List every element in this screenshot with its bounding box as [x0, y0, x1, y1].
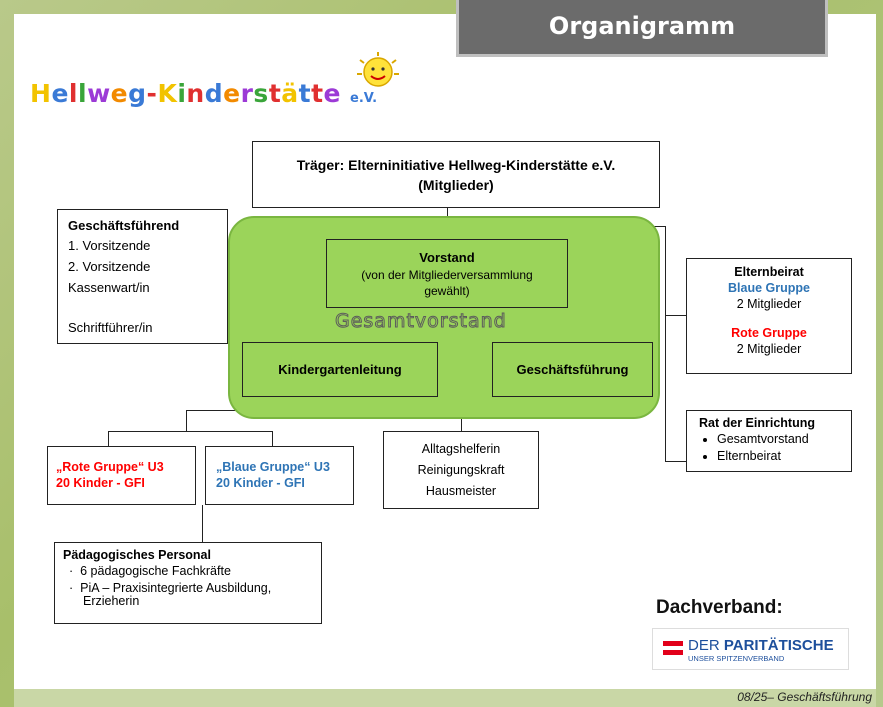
weitere-box: Alltagshelferin Reinigungskraft Hausmeis…: [383, 431, 539, 509]
footer-text: 08/25– Geschäftsführung: [737, 690, 872, 704]
rote-gruppe-count: 2 Mitglieder: [736, 342, 802, 356]
geschaeftsfuehrend-item: Kassenwart/in: [68, 280, 150, 295]
personal-item: · PiA – Praxisintegrierte Ausbildung, Er…: [69, 581, 272, 608]
connector: [202, 505, 203, 542]
rote-gruppe-box: „Rote Gruppe“ U3 20 Kinder - GFI: [47, 446, 196, 505]
vorstand-subtitle: (von der Mitgliederversammlung gewählt): [361, 268, 533, 298]
blaue-gruppe-label: Blaue Gruppe: [728, 281, 810, 295]
personal-item: · 6 pädagogische Fachkräfte: [69, 564, 231, 578]
logo-graphic: Hellweg-Kinderstätte e.V.: [30, 52, 399, 108]
kindergartenleitung-label: Kindergartenleitung: [278, 362, 402, 377]
personal-heading: Pädagogisches Personal: [63, 548, 211, 562]
paritaet-graphic: [663, 641, 683, 655]
rote-gruppe-title: „Rote Gruppe“ U3: [56, 460, 164, 474]
geschaeftsfuehrend-heading: Geschäftsführend: [68, 218, 180, 233]
connector: [186, 410, 187, 431]
paritaet-logo: DER PARITÄTISCHE UNSER SPITZENVERBAND: [652, 628, 849, 670]
traeger-line1: Träger: Elterninitiative Hellweg-Kinders…: [296, 157, 616, 173]
traeger-line2: (Mitglieder): [418, 177, 494, 193]
page-title: Organigramm: [548, 12, 736, 40]
weitere-item: Reinigungskraft: [417, 463, 505, 477]
geschaeftsfuehrend-item: Schriftführer/in: [68, 320, 153, 335]
svg-text:Hellweg-Kinderstätte: Hellweg-Kinderstätte: [30, 79, 341, 108]
elternbeirat-box: Elternbeirat Blaue Gruppe 2 Mitglieder R…: [686, 258, 852, 374]
connector: [665, 461, 686, 462]
geschaeftsfuehrung-label: Geschäftsführung: [516, 362, 629, 377]
connector: [461, 410, 462, 431]
personal-item-text: PiA – Praxisintegrierte Ausbildung, Erzi…: [80, 581, 272, 608]
paritaet-sub: UNSER SPITZENVERBAND: [688, 654, 785, 663]
rat-item: Gesamtvorstand: [717, 431, 851, 448]
rat-heading: Rat der Einrichtung: [699, 416, 815, 430]
paritaet-name: DER PARITÄTISCHE: [688, 637, 834, 654]
paritaet-name-a: DER: [688, 637, 724, 654]
gesamtvorstand-label: Gesamtvorstand: [335, 310, 507, 333]
connector: [108, 431, 109, 446]
geschaeftsfuehrung-box: Geschäftsführung: [492, 342, 653, 397]
traeger-box: Träger: Elterninitiative Hellweg-Kinders…: [252, 141, 660, 208]
connector: [665, 226, 666, 462]
weitere-item: Hausmeister: [425, 484, 497, 498]
connector: [665, 315, 686, 316]
dachverband-label: Dachverband:: [656, 597, 783, 618]
blaue-gruppe-kinder: 20 Kinder - GFI: [216, 476, 305, 490]
vorstand-heading: Vorstand: [419, 250, 475, 265]
personal-item-text: 6 pädagogische Fachkräfte: [80, 564, 231, 578]
connector: [108, 431, 273, 432]
geschaeftsfuehrend-item: 2. Vorsitzende: [68, 259, 151, 274]
rat-list: Gesamtvorstand Elternbeirat: [699, 431, 851, 465]
title-banner: Organigramm: [456, 0, 828, 57]
rote-gruppe-label: Rote Gruppe: [731, 326, 807, 340]
rat-item: Elternbeirat: [717, 448, 851, 465]
rote-gruppe-kinder: 20 Kinder - GFI: [56, 476, 145, 490]
weitere-item: Alltagshelferin: [421, 442, 501, 456]
connector: [272, 431, 273, 446]
paritaet-name-b: PARITÄTISCHE: [723, 637, 834, 654]
vorstand-box: Vorstand (von der Mitgliederversammlung …: [326, 239, 568, 308]
rat-box: Rat der Einrichtung Gesamtvorstand Elter…: [686, 410, 852, 472]
kindergartenleitung-box: Kindergartenleitung: [242, 342, 438, 397]
elternbeirat-heading: Elternbeirat: [734, 265, 804, 279]
personal-box: Pädagogisches Personal · 6 pädagogische …: [54, 542, 322, 624]
kita-logo: Hellweg-Kinderstätte e.V.: [26, 50, 406, 125]
footer-bar: 08/25– Geschäftsführung: [14, 689, 876, 707]
svg-text:e.V.: e.V.: [350, 91, 377, 106]
geschaeftsfuehrend-box: Geschäftsführend 1. Vorsitzende 2. Vorsi…: [57, 209, 228, 344]
personal-list: · 6 pädagogische Fachkräfte · PiA – Prax…: [63, 563, 321, 608]
blaue-gruppe-box: „Blaue Gruppe“ U3 20 Kinder - GFI: [205, 446, 354, 505]
blaue-gruppe-title: „Blaue Gruppe“ U3: [216, 460, 330, 474]
geschaeftsfuehrend-item: 1. Vorsitzende: [68, 238, 151, 253]
blaue-gruppe-count: 2 Mitglieder: [736, 297, 802, 311]
